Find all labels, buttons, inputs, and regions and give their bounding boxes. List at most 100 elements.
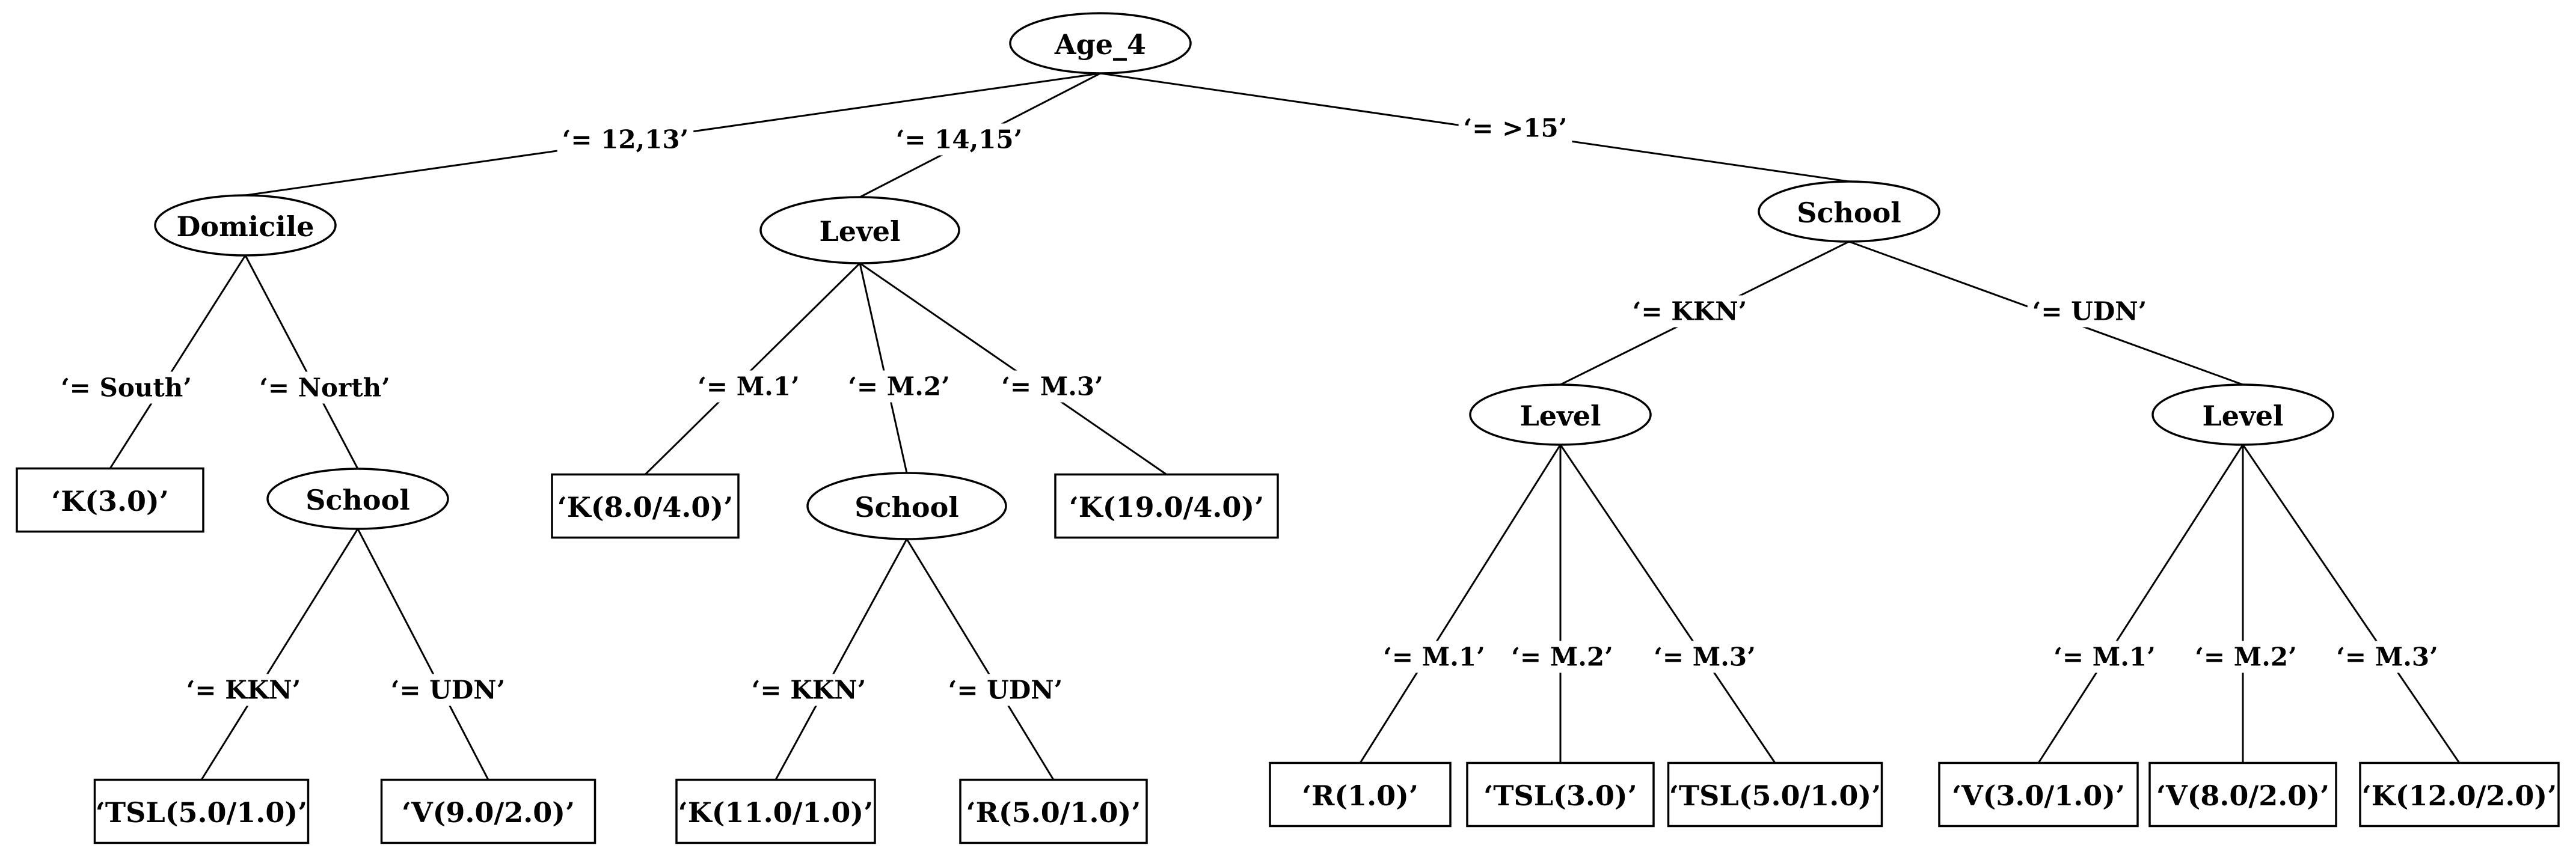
leaf-label: ‘V(9.0/2.0)’ [402, 796, 575, 829]
decision-node-school-r: School [1758, 180, 1940, 243]
edge-level-udn-to-leaf-v31 [2037, 444, 2244, 764]
decision-ellipse [759, 196, 960, 264]
edge-label-background [943, 674, 1068, 706]
edge-label-group: ‘= KKN’ [181, 674, 306, 706]
edge-label: ‘= UDN’ [391, 675, 506, 705]
edge-label: ‘= M.2’ [1511, 642, 1613, 672]
decision-ellipse [806, 472, 1007, 540]
edge-school-north-to-leaf-v92 [357, 528, 489, 781]
edge-label-group: ‘= M.1’ [2049, 641, 2160, 673]
attribute-label: Age_4 [1054, 28, 1146, 61]
leaf-label: ‘K(3.0)’ [51, 485, 169, 517]
edge-label: ‘= >15’ [1464, 114, 1568, 143]
attribute-label: Level [2202, 400, 2283, 432]
edge-label-group: ‘= North’ [254, 371, 395, 404]
leaf-label: ‘R(5.0/1.0)’ [966, 796, 1141, 829]
decision-node-domicile: Domicile [154, 194, 337, 257]
edge-label-group: ‘= 14,15’ [891, 123, 1028, 156]
edge-label-background [1458, 112, 1572, 144]
edge-label: ‘= South’ [61, 373, 192, 403]
leaf-node-leaf-r51: ‘R(5.0/1.0)’ [959, 778, 1148, 844]
edge-label-group: ‘= KKN’ [1627, 295, 1752, 328]
leaf-node-leaf-tsl51a: ‘TSL(5.0/1.0)’ [93, 778, 310, 844]
leaf-node-leaf-v31: ‘V(3.0/1.0)’ [1938, 761, 2139, 828]
edge-label-group: ‘= M.3’ [996, 370, 1108, 403]
edge-label-background [2049, 641, 2160, 673]
attribute-label: Domicile [177, 210, 314, 243]
edge-label: ‘= M.3’ [1654, 642, 1755, 672]
leaf-node-leaf-v92: ‘V(9.0/2.0)’ [380, 778, 596, 844]
decision-ellipse [154, 194, 337, 257]
leaf-label: ‘R(1.0)’ [1302, 779, 1418, 812]
edge-label-background [2190, 641, 2302, 673]
leaf-node-leaf-v82: ‘V(8.0/2.0)’ [2148, 761, 2337, 828]
leaf-node-leaf-tsl3: ‘TSL(3.0)’ [1466, 761, 1655, 828]
edge-level-kkn-to-leaf-tsl51b [1559, 444, 1776, 764]
leaf-label: ‘K(19.0/4.0)’ [1069, 491, 1264, 523]
edge-label-background [385, 674, 511, 706]
edge-label-group: ‘= M.1’ [1378, 641, 1490, 673]
leaf-box [1466, 761, 1655, 828]
decision-ellipse [266, 468, 449, 530]
edge-level1-to-leaf-k84 [644, 262, 861, 475]
leaf-node-leaf-k84: ‘K(8.0/4.0)’ [551, 473, 740, 539]
edge-level-kkn-to-leaf-r1 [1359, 444, 1562, 764]
leaf-node-leaf-k122: ‘K(12.0/2.0)’ [2359, 761, 2560, 828]
attribute-label: School [854, 491, 959, 523]
edge-label-group: ‘= M.1’ [693, 370, 805, 403]
edge-label-background [891, 123, 1028, 156]
edge-label-group: ‘= KKN’ [746, 674, 871, 706]
edge-label-background [693, 370, 805, 403]
leaf-label: ‘V(3.0/1.0)’ [1952, 779, 2125, 812]
edge-label-background [1627, 295, 1752, 328]
edge-label-background [996, 370, 1108, 403]
edge-label: ‘= M.3’ [1001, 372, 1103, 401]
leaf-node-leaf-r1: ‘R(1.0)’ [1269, 761, 1452, 828]
decision-node-level-kkn: Level [1469, 383, 1652, 446]
leaf-label: ‘K(8.0/4.0)’ [557, 491, 733, 523]
edge-label: ‘= KKN’ [752, 675, 866, 705]
edge-domicile-to-leaf-k3 [109, 255, 247, 469]
edge-label-background [2027, 295, 2152, 328]
decision-ellipse [2151, 383, 2334, 446]
edge-school-m2-to-leaf-k111 [774, 538, 908, 781]
edge-level-udn-to-leaf-k122 [2242, 444, 2461, 764]
leaf-box [1938, 761, 2139, 828]
attribute-label: Level [1520, 400, 1601, 432]
edge-label-group: ‘= M.2’ [1506, 641, 1618, 673]
leaf-label: ‘K(12.0/2.0)’ [2362, 779, 2557, 812]
edge-label-background [254, 371, 395, 404]
leaf-box [675, 778, 876, 844]
edge-label-group: ‘= M.3’ [2331, 641, 2443, 673]
edge-label: ‘= M.1’ [2053, 642, 2155, 672]
decision-node-school-north: School [266, 468, 449, 530]
decision-node-age4: Age_4 [1009, 12, 1192, 75]
edge-label: ‘= KKN’ [1633, 297, 1747, 326]
edge-label: ‘= 12,13’ [562, 125, 689, 154]
edge-level1-to-school-m2 [859, 263, 908, 474]
edge-label: ‘= UDN’ [2032, 297, 2147, 326]
edge-label-group: ‘= 12,13’ [557, 123, 694, 156]
attribute-label: School [305, 484, 410, 516]
edge-label-background [56, 371, 197, 404]
decision-ellipse [1469, 383, 1652, 446]
leaf-node-leaf-k3: ‘K(3.0)’ [16, 467, 204, 533]
leaf-label: ‘TSL(5.0/1.0)’ [96, 796, 307, 829]
leaf-box [1054, 473, 1279, 539]
leaf-box [1667, 761, 1883, 828]
leaf-label: ‘TSL(5.0/1.0)’ [1669, 779, 1881, 812]
decision-ellipse [1758, 180, 1940, 243]
edge-label-group: ‘= M.2’ [843, 370, 955, 403]
edge-label-background [843, 370, 955, 403]
leaf-node-leaf-k111: ‘K(11.0/1.0)’ [675, 778, 876, 844]
leaf-box [93, 778, 310, 844]
edges-layer [109, 72, 2461, 781]
attribute-label: School [1797, 197, 1901, 229]
edge-label-background [557, 123, 694, 156]
edge-label-group: ‘= M.3’ [1649, 641, 1761, 673]
decision-ellipse [1009, 12, 1192, 75]
leaf-box [2359, 761, 2560, 828]
leaf-box [16, 467, 204, 533]
